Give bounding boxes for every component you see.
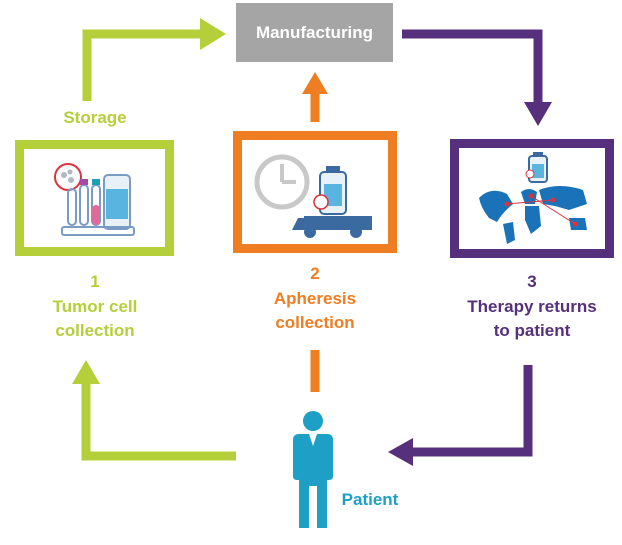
manufacturing-label: Manufacturing — [255, 22, 374, 42]
step1-number: 1 — [90, 272, 100, 291]
arrowhead-to-manufacturing — [200, 18, 226, 50]
step1-box — [15, 140, 174, 256]
step3-number: 3 — [527, 272, 537, 291]
test-tubes-icon — [54, 163, 135, 236]
patient-label: Patient — [341, 490, 399, 509]
person-icon — [293, 411, 333, 528]
step3-label: 3 Therapy returns to patient — [440, 270, 622, 344]
step2-title-line2: collection — [275, 313, 355, 333]
step2-number: 2 — [310, 264, 320, 283]
world-map-icon — [479, 152, 587, 244]
step1-title-line2: collection — [55, 321, 135, 341]
step2-title-line1: Apheresis — [273, 288, 357, 308]
arrow-manufacturing-to-therapy — [402, 29, 543, 104]
step2-label: 2 Apheresis collection — [233, 262, 397, 336]
arrow-therapy-to-patient — [410, 365, 533, 457]
arrow-patient-to-tumor-collection — [81, 382, 236, 461]
arrowhead-to-patient — [388, 438, 413, 466]
clock-truck-icon — [254, 154, 372, 238]
step3-box — [450, 139, 614, 258]
manufacturing-box: Manufacturing — [236, 3, 393, 62]
step2-box — [233, 131, 397, 253]
storage-label: Storage — [63, 108, 127, 127]
step1-title-line1: Tumor cell — [52, 296, 138, 316]
arrowhead-to-therapy — [524, 102, 552, 126]
arrowhead-orange-up — [302, 72, 328, 94]
step3-title-line1: Therapy returns — [467, 296, 597, 316]
arrow-storage-to-manufacturing — [82, 29, 202, 101]
step1-label: 1 Tumor cell collection — [15, 270, 175, 344]
step3-title-line2: to patient — [493, 321, 571, 341]
arrowhead-to-tumor-collection — [72, 360, 100, 384]
